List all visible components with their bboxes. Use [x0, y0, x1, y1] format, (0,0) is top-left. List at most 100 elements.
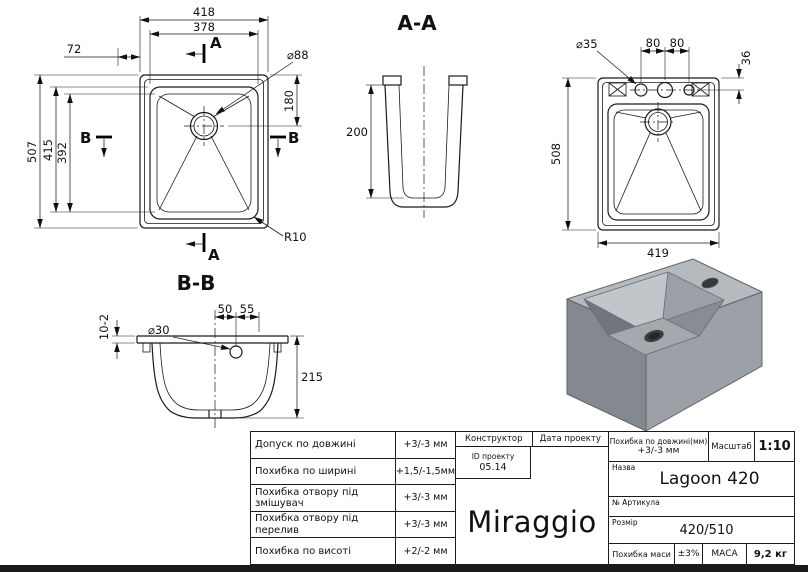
model-name: Lagoon 420: [659, 469, 760, 489]
dim-55: 55: [235, 302, 260, 332]
article-label: № Артикула: [612, 498, 660, 507]
tolerance-value: +2/-2 мм: [403, 545, 448, 557]
faucet-hole-left: [634, 83, 648, 97]
dim-50-label: 50: [218, 302, 233, 316]
section-bb-view: B-B ⌀30 50 55: [97, 271, 323, 430]
section-bb-title: B-B: [177, 271, 216, 295]
dim-36-label: 36: [739, 51, 753, 66]
dim-419-label: 419: [647, 246, 669, 260]
dim-507: 507: [25, 74, 138, 229]
bb-profile: [136, 310, 289, 430]
title-block-middle: Конструктор Дата проекту ID проекту 05.1…: [456, 432, 609, 564]
mass-tolerance-value: ±3%: [675, 544, 703, 564]
dim-507-label: 507: [25, 141, 39, 163]
dim-215-label: 215: [301, 370, 323, 384]
dim-508: 508: [549, 77, 596, 231]
top-view: 418 378 72 A A B B: [25, 5, 309, 264]
section-aa-title: A-A: [397, 11, 437, 35]
r10-label: R10: [284, 230, 307, 244]
project-id-cell: ID проекту 05.14: [456, 447, 531, 479]
project-date-cell: [531, 447, 608, 479]
dia-30-label: ⌀30: [148, 323, 170, 337]
tolerance-row: Похибка отвору під перелив +3/-3 мм: [251, 511, 455, 539]
tolerance-label: Похибка отвору під перелив: [251, 511, 396, 538]
brand-logo: Miraggio: [467, 504, 597, 539]
dia-35-label: ⌀35: [576, 37, 598, 51]
length-tolerance-cell: Похибка по довжині(мм) +3/-3 мм: [609, 432, 709, 461]
title-block: Допуск по довжині +3/-3 мм Похибка по ши…: [250, 431, 795, 565]
section-a-label-top: A: [210, 34, 222, 52]
dim-415-label: 415: [41, 139, 55, 161]
dim-418-label: 418: [193, 5, 215, 19]
dim-36: 36: [697, 51, 753, 104]
faucet-diameter-callout: ⌀35: [576, 37, 637, 85]
dim-180-label: 180: [282, 90, 296, 112]
aa-left-rim: [382, 75, 402, 86]
faucet-plan-outline: [597, 77, 720, 231]
mass-row: Похибка маси ±3% МАСА 9,2 кг: [609, 544, 794, 564]
dim-72-label: 72: [67, 42, 82, 56]
name-label: Назва: [612, 463, 636, 472]
dim-378-label: 378: [193, 20, 215, 34]
tolerance-row: Похибка по висоті +2/-2 мм: [251, 538, 455, 564]
drain-detail: [158, 95, 250, 211]
article-cell: № Артикула: [609, 497, 794, 517]
dim-419: 419: [597, 232, 720, 260]
section-a-markers: A A: [185, 34, 222, 264]
dim-200: 200: [346, 84, 404, 199]
dim-378: 378: [149, 20, 259, 84]
overflow-diameter-callout: ⌀30: [148, 323, 231, 350]
scale-label: Масштаб: [709, 432, 755, 461]
size-label: Розмір: [612, 518, 638, 527]
radius-callout: R10: [253, 216, 307, 244]
dim-50: 50: [214, 302, 237, 347]
dim-72: 72: [64, 42, 141, 66]
faucet-knockouts: [608, 81, 710, 99]
length-tolerance-label: Похибка по довжині(мм): [609, 437, 708, 446]
aa-right-rim: [448, 75, 468, 86]
project-date-header: Дата проекту: [539, 434, 601, 444]
dim-215: 215: [240, 335, 323, 419]
section-b-markers: B B: [80, 129, 299, 158]
middle-header: Конструктор Дата проекту: [456, 432, 608, 447]
overflow-hole: [229, 345, 243, 359]
section-a-label-bottom: A: [208, 246, 220, 264]
dim-10-2-label: 10-2: [97, 314, 111, 340]
render-drain-hole-inner: [648, 332, 660, 340]
dim-508-label: 508: [549, 143, 563, 165]
section-b-label-left: B: [80, 129, 91, 147]
section-aa-view: A-A 200: [346, 11, 468, 218]
scale-value: 1:10: [758, 439, 791, 454]
tolerance-label: Похибка по висоті: [251, 538, 396, 564]
mass-tolerance-label: Похибка маси: [609, 544, 675, 564]
tolerance-label: Допуск по довжині: [251, 432, 396, 458]
scale-row: Похибка по довжині(мм) +3/-3 мм Масштаб …: [609, 432, 794, 462]
faucet-hole-right: [683, 84, 695, 96]
mass-label: МАСА: [703, 544, 747, 564]
constructor-header: Конструктор: [456, 432, 533, 446]
dim-200-label: 200: [346, 125, 368, 139]
faucet-hole-center: [656, 81, 674, 99]
drain-detail-2: [615, 102, 702, 212]
bottom-border-bar: [0, 565, 808, 572]
tolerance-value: +3/-3 мм: [403, 439, 448, 451]
project-id-label: ID проекту: [471, 452, 515, 461]
title-block-right: Похибка по довжині(мм) +3/-3 мм Масштаб …: [609, 432, 794, 564]
tolerance-value: +1,5/-1,5мм: [395, 465, 455, 477]
dim-55-label: 55: [240, 302, 255, 316]
project-id-row: ID проекту 05.14: [456, 447, 608, 479]
faucet-plan-view: 80 80 ⌀35 36 508 419: [549, 36, 753, 260]
render-faucet-hole: [701, 277, 719, 289]
top-view-outline: [139, 74, 269, 229]
drain-diameter-callout: ⌀88: [215, 48, 309, 115]
dim-80-right-label: 80: [670, 36, 685, 50]
tolerance-value: +3/-3 мм: [403, 492, 448, 504]
section-b-label-right: B: [288, 129, 299, 147]
dim-392-label: 392: [55, 142, 69, 164]
model-name-cell: Назва Lagoon 420: [609, 462, 794, 497]
project-id-value: 05.14: [479, 462, 507, 473]
dia-88-label: ⌀88: [287, 48, 309, 62]
tolerance-value: +3/-3 мм: [403, 519, 448, 531]
